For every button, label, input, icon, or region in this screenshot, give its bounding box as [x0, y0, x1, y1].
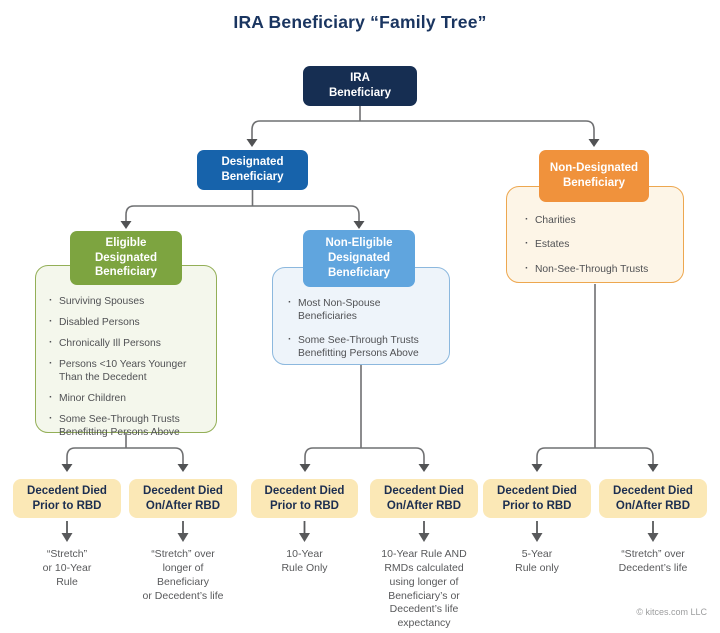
list-item: Estates [524, 237, 679, 251]
node-designated-beneficiary: Designated Beneficiary [197, 150, 308, 190]
non-designated-list: Charities Estates Non-See-Through Trusts [524, 213, 679, 287]
list-item: Some See-Through Trusts Benefitting Pers… [287, 333, 445, 361]
non-eligible-designated-list: Most Non-Spouse Beneficiaries Some See-T… [287, 296, 445, 371]
result-text-2: “Stretch” over longer of Beneficiary or … [142, 548, 224, 602]
node-ira-beneficiary: IRA Beneficiary [303, 66, 417, 106]
result-text-6: “Stretch” over Decedent’s life [618, 548, 688, 574]
condition-box-3: Decedent Died Prior to RBD [251, 479, 358, 518]
diagram-title: IRA Beneficiary “Family Tree” [233, 12, 487, 32]
condition-box-1: Decedent Died Prior to RBD [13, 479, 121, 518]
list-item: Persons <10 Years Younger Than the Deced… [48, 357, 210, 385]
node-eligible-designated-beneficiary: Eligible Designated Beneficiary [70, 231, 182, 285]
list-item: Most Non-Spouse Beneficiaries [287, 296, 445, 324]
list-item: Some See-Through Trusts Benefitting Pers… [48, 412, 210, 440]
list-item: Non-See-Through Trusts [524, 262, 679, 276]
eligible-designated-list: Surviving Spouses Disabled Persons Chron… [48, 294, 210, 447]
result-text-4: 10-Year Rule AND RMDs calculated using l… [381, 548, 467, 630]
list-item: Charities [524, 213, 679, 227]
list-item: Minor Children [48, 391, 210, 405]
condition-box-6: Decedent Died On/After RBD [599, 479, 707, 518]
condition-box-2: Decedent Died On/After RBD [129, 479, 237, 518]
result-text-5: 5-Year Rule only [515, 548, 559, 574]
result-text-1: “Stretch” or 10-Year Rule [42, 548, 92, 588]
list-item: Disabled Persons [48, 315, 210, 329]
condition-box-5: Decedent Died Prior to RBD [483, 479, 591, 518]
copyright-text: © kitces.com LLC [636, 607, 707, 617]
result-text-3: 10-Year Rule Only [281, 548, 328, 574]
list-item: Surviving Spouses [48, 294, 210, 308]
node-non-designated-beneficiary: Non-Designated Beneficiary [539, 150, 649, 202]
node-non-eligible-designated-beneficiary: Non-Eligible Designated Beneficiary [303, 230, 415, 287]
list-item: Chronically Ill Persons [48, 336, 210, 350]
condition-box-4: Decedent Died On/After RBD [370, 479, 478, 518]
